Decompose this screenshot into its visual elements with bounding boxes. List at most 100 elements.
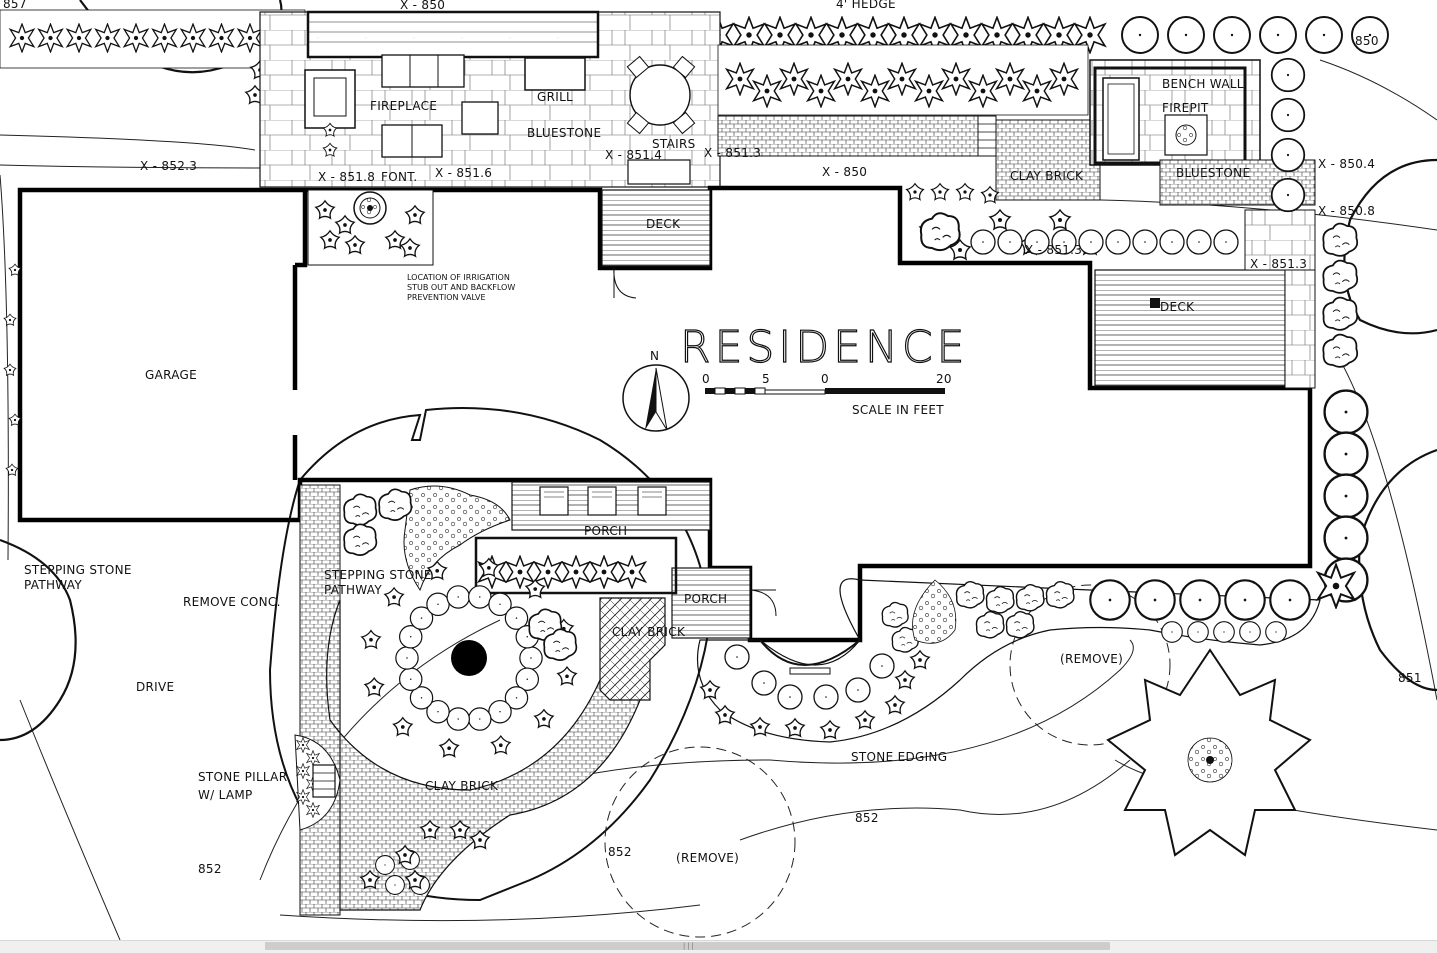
round-shrub-icon (751, 670, 777, 696)
round-shrub-icon (1323, 389, 1369, 435)
round-shrub-icon (1159, 229, 1185, 255)
clay-brick-top-label: CLAY BRICK (1010, 169, 1084, 183)
round-shrub-icon (1213, 229, 1239, 255)
spot-elev-10: X - 850.8 (1318, 204, 1375, 218)
stepping-stone-left-label-1: STEPPING STONE (24, 563, 132, 577)
spot-elev-7: X - 850 (822, 165, 867, 179)
round-shrub-icon (1187, 621, 1209, 643)
round-shrub-icon (519, 646, 543, 670)
round-shrub-icon (1270, 57, 1306, 93)
round-shrub-icon (997, 229, 1023, 255)
fountain-bed (307, 189, 434, 266)
scale-caption: SCALE IN FEET (852, 403, 944, 417)
contour-852-a: 852 (855, 811, 879, 825)
spot-elev-8: X - 851.3 (1025, 243, 1082, 257)
garage-label: GARAGE (145, 368, 197, 382)
deck-top-label: DECK (646, 217, 681, 231)
remove-conc-label: REMOVE CONC. (183, 595, 281, 609)
irrigation-note-1: LOCATION OF IRRIGATION (407, 273, 510, 282)
stone-pillar-label-1: STONE PILLAR (198, 770, 287, 784)
contour-850: 850 (1355, 34, 1379, 48)
hedge-shrub-icon (1167, 16, 1205, 54)
stepping-stone-mid-label-1: STEPPING STONE (324, 568, 432, 582)
round-shrub-icon (375, 855, 395, 875)
spot-elev-5: X - 851.4 (605, 148, 662, 162)
round-shrub-icon (1265, 621, 1287, 643)
round-shrub-icon (1270, 137, 1306, 173)
contour-857: 857 (3, 0, 27, 11)
bluestone-label: BLUESTONE (527, 126, 601, 140)
fireplace-label: FIREPLACE (370, 99, 437, 113)
round-shrub-icon (1239, 621, 1261, 643)
round-shrub-icon (1270, 177, 1306, 213)
round-shrub-icon (468, 585, 492, 609)
deck-top (601, 189, 711, 299)
porch-label-2: PORCH (684, 592, 727, 606)
round-shrub-icon (1089, 579, 1131, 621)
round-shrub-icon (1132, 229, 1158, 255)
round-shrub-icon (1078, 229, 1104, 255)
north-arrow: N (622, 349, 690, 432)
stepping-stone-left-label-2: PATHWAY (24, 578, 82, 592)
top-hedge-row (0, 9, 1389, 119)
round-shrub-icon (813, 684, 839, 710)
font-label: FONT. (381, 170, 418, 184)
scale-bar: 0 5 0 20 SCALE IN FEET (702, 372, 952, 417)
hedge-shrub-icon (1259, 16, 1297, 54)
round-shrub-icon (970, 229, 996, 255)
stepping-stone-mid-label-2: PATHWAY (324, 583, 382, 597)
scrollbar-grip[interactable]: ||| (682, 942, 695, 950)
scrollbar-thumb[interactable] (265, 942, 1110, 950)
bluestone-right-label: BLUESTONE (1176, 166, 1250, 180)
round-shrub-icon (1105, 229, 1131, 255)
spot-elev-11: X - 851.3 (1250, 257, 1307, 271)
stairs-label: STAIRS (652, 137, 696, 151)
round-shrub-icon (1134, 579, 1176, 621)
round-shrub-icon (446, 585, 470, 609)
round-shrub-icon (1224, 579, 1266, 621)
remove-tree-circles (604, 584, 1171, 938)
round-shrub-icon (1270, 97, 1306, 133)
round-shrub-icon (468, 707, 492, 731)
bench-wall-label: BENCH WALL (1162, 77, 1244, 91)
spot-elev-4: X - 851.6 (435, 166, 492, 180)
round-shrub-icon (395, 646, 419, 670)
front-right-bed (696, 578, 1321, 743)
spot-elev-3: X - 851.8 (318, 170, 375, 184)
drive-label: DRIVE (136, 680, 174, 694)
stone-pillar-label-2: W/ LAMP (198, 788, 253, 802)
remove-label-1: (REMOVE) (1060, 652, 1123, 666)
front-garden (294, 484, 678, 916)
contour-labels: 850 851 852 852 852 857 (3, 0, 1422, 876)
round-shrub-icon (1323, 431, 1369, 477)
clay-brick-small-label: CLAY BRICK (612, 625, 686, 639)
round-shrub-icon (1269, 579, 1311, 621)
firepit-label: FIREPIT (1162, 101, 1209, 115)
round-shrub-icon (1186, 229, 1212, 255)
scale-tick-10: 0 (821, 372, 829, 386)
remove-label-2: (REMOVE) (676, 851, 739, 865)
round-shrub-icon (426, 592, 450, 617)
round-shrub-icon (1213, 621, 1235, 643)
specimen-tree (1106, 648, 1312, 857)
round-shrub-icon (446, 707, 470, 731)
clay-brick-large-label: CLAY BRICK (425, 779, 499, 793)
contour-852-c: 852 (198, 862, 222, 876)
round-shrub-icon (1161, 621, 1183, 643)
scale-tick-5: 5 (762, 372, 770, 386)
hedge-shrub-icon (1213, 16, 1251, 54)
contour-851: 851 (1398, 671, 1422, 685)
deck-right (1094, 209, 1316, 389)
hedge-shrub-icon (1121, 16, 1159, 54)
spot-elev-2: X - 852.3 (140, 159, 197, 173)
area-labels: GARAGE DECK DECK PORCH PORCH FIREPLACE G… (24, 0, 1250, 865)
round-shrub-icon (385, 875, 405, 895)
round-shrub-icon (1179, 579, 1221, 621)
round-shrub-icon (869, 653, 895, 679)
irrigation-note-2: STUB OUT AND BACKFLOW (407, 283, 515, 292)
round-shrub-icon (777, 684, 803, 710)
round-shrub-icon (1323, 515, 1369, 561)
spot-elev-1: X - 850 (400, 0, 445, 12)
porch (511, 481, 777, 639)
